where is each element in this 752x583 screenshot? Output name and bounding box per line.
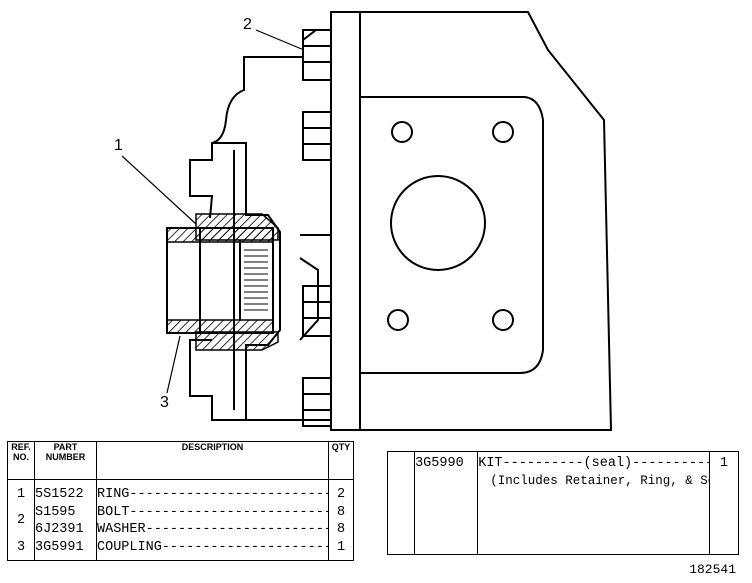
coupling-splines xyxy=(244,249,268,311)
qty-cell: 1 xyxy=(328,538,354,556)
flange-outline xyxy=(361,96,544,374)
callout-1: 1 xyxy=(114,137,123,154)
bolt-hole xyxy=(391,121,413,143)
col-header-description: DESCRIPTION xyxy=(96,441,329,480)
part-number-cell: 3G5991 xyxy=(34,538,97,556)
callout-2: 2 xyxy=(243,16,252,33)
description-cell: WASHER--------------------------- xyxy=(96,521,329,539)
leader-2 xyxy=(255,29,305,51)
col-header-ref: REF. NO. xyxy=(7,441,35,480)
bolt-head xyxy=(302,377,332,427)
kit-part-number: 3G5990 xyxy=(414,451,479,555)
figure-number: 182541 xyxy=(689,562,736,577)
kit-table: 3G5990 KIT----------(seal)------------ (… xyxy=(386,451,740,555)
part-number-cell: 5S1522 xyxy=(34,486,97,504)
kit-description-cell: KIT----------(seal)------------ (Include… xyxy=(477,451,710,555)
bolt-hole xyxy=(387,309,409,331)
bolt-hole xyxy=(492,309,514,331)
ref-cell: 3 xyxy=(7,538,35,556)
bolt-head xyxy=(302,285,332,337)
bolt-head xyxy=(302,111,332,161)
table-row: 6J2391 WASHER---------------------------… xyxy=(8,521,354,539)
leader-3 xyxy=(166,335,181,394)
leader-1 xyxy=(121,155,197,225)
col-header-qty: QTY xyxy=(328,441,354,480)
table-row: 1 5S1522 RING---------------------------… xyxy=(7,486,354,504)
table-row: 2 S1595 BOLT----------------------------… xyxy=(7,503,354,539)
part-number-cell: 6J2391 xyxy=(34,521,97,539)
qty-cell: 2 xyxy=(328,486,354,504)
ref-cell: 2 xyxy=(7,503,35,539)
bolt-head xyxy=(302,29,332,81)
housing-plate xyxy=(330,11,613,431)
seal-retainer xyxy=(212,142,281,421)
part-number-cell: S1595 xyxy=(34,503,97,521)
coupling-section-bottom xyxy=(166,319,274,334)
qty-cell: 8 xyxy=(328,521,354,539)
col-header-part-number: PART NUMBER xyxy=(34,441,97,480)
kit-qty: 1 xyxy=(708,451,740,555)
ref-cell: 1 xyxy=(7,486,35,504)
ring-section-bottom xyxy=(195,331,279,351)
kit-description: KIT----------(seal)------------ xyxy=(478,456,710,471)
ring-section-top xyxy=(195,213,279,241)
description-cell: BOLT----------------------------- xyxy=(96,503,329,521)
qty-cell: 8 xyxy=(328,503,354,521)
callout-3: 3 xyxy=(160,394,169,411)
table-row: 3 3G5991 COUPLING-----------------------… xyxy=(7,538,354,556)
kit-includes-note: (Includes Retainer, Ring, & Seal) xyxy=(490,473,708,488)
bore-circle xyxy=(390,175,486,271)
parts-table: REF. NO. PART NUMBER DESCRIPTION QTY 1 5… xyxy=(7,441,354,561)
description-cell: RING----------------------------- xyxy=(96,486,329,504)
description-cell: COUPLING------------------------- xyxy=(96,538,329,556)
bolt-hole xyxy=(492,121,514,143)
kit-ref-cell xyxy=(386,451,416,555)
